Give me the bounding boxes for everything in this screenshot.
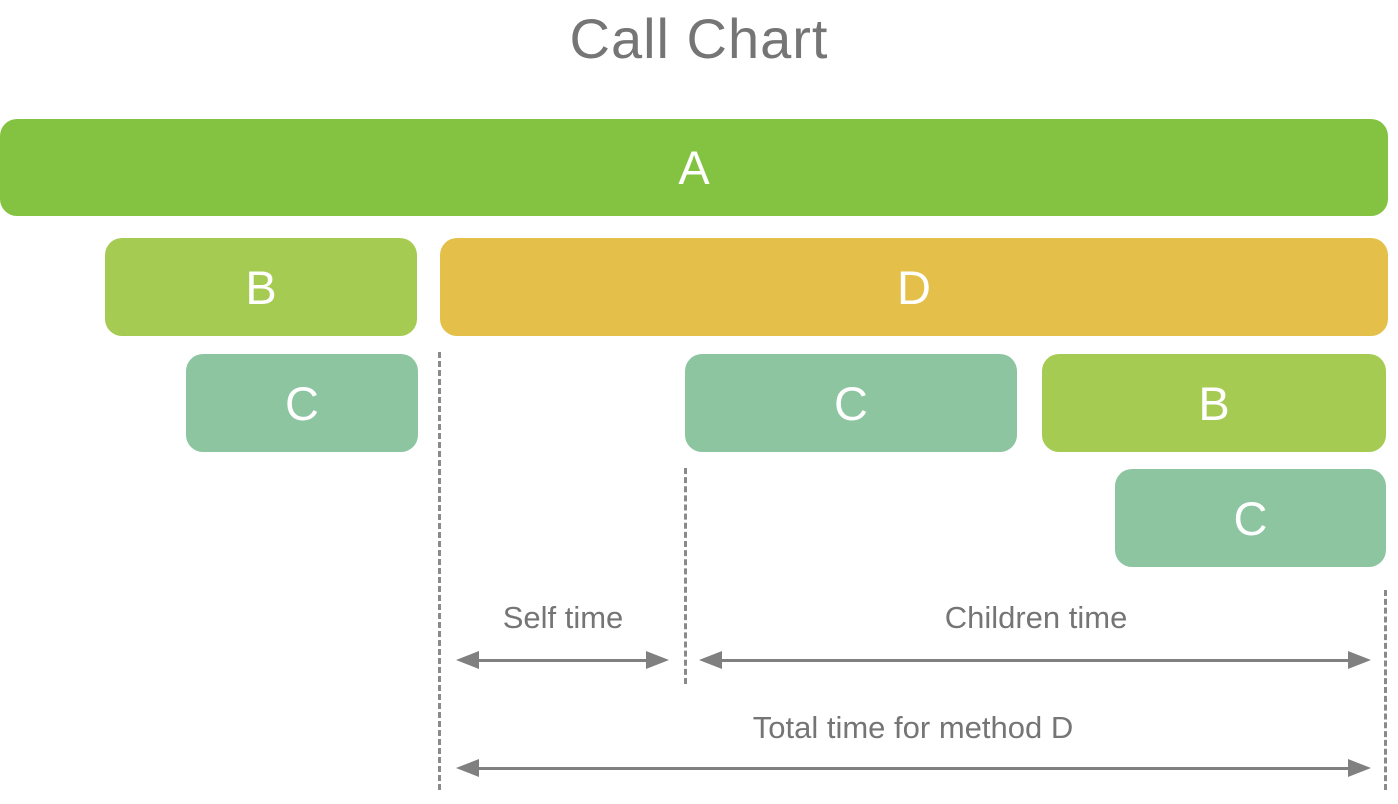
- call-bar-method-c-second-label: C: [834, 376, 868, 430]
- self-time-arrow: [456, 651, 669, 669]
- arrow-shaft: [722, 658, 1348, 662]
- arrow-left-head-icon: [456, 651, 479, 669]
- call-bar-method-b-second: B: [1042, 354, 1386, 452]
- call-bar-method-d-label: D: [897, 260, 931, 314]
- children-time-label: Children time: [944, 600, 1128, 635]
- dashed-line-method-d-end: [1384, 590, 1387, 790]
- arrow-right-head-icon: [1348, 651, 1371, 669]
- call-bar-method-b-first-label: B: [245, 260, 277, 314]
- arrow-shaft: [479, 766, 1348, 770]
- dashed-line-self-children-boundary: [684, 468, 687, 684]
- arrow-shaft: [479, 658, 646, 662]
- call-bar-method-d: D: [440, 238, 1388, 336]
- arrow-left-head-icon: [456, 759, 479, 777]
- arrow-right-head-icon: [646, 651, 669, 669]
- call-bar-method-b-first: B: [105, 238, 417, 336]
- call-bar-method-a-label: A: [678, 141, 710, 194]
- arrow-right-head-icon: [1348, 759, 1371, 777]
- call-bar-method-c-first-label: C: [285, 376, 319, 430]
- children-time-arrow: [699, 651, 1371, 669]
- total-time-arrow: [456, 759, 1371, 777]
- call-bar-method-a: A: [0, 119, 1388, 216]
- dashed-line-method-d-start: [438, 352, 441, 790]
- self-time-label: Self time: [502, 600, 624, 635]
- call-bar-method-c-first: C: [186, 354, 418, 452]
- call-bar-method-b-second-label: B: [1198, 376, 1230, 430]
- call-bar-method-c-third-label: C: [1233, 491, 1268, 545]
- call-bar-method-c-second: C: [685, 354, 1017, 452]
- call-bar-method-c-third: C: [1115, 469, 1386, 567]
- arrow-left-head-icon: [699, 651, 722, 669]
- diagram-title: Call Chart: [569, 7, 829, 70]
- total-time-label: Total time for method D: [752, 710, 1074, 745]
